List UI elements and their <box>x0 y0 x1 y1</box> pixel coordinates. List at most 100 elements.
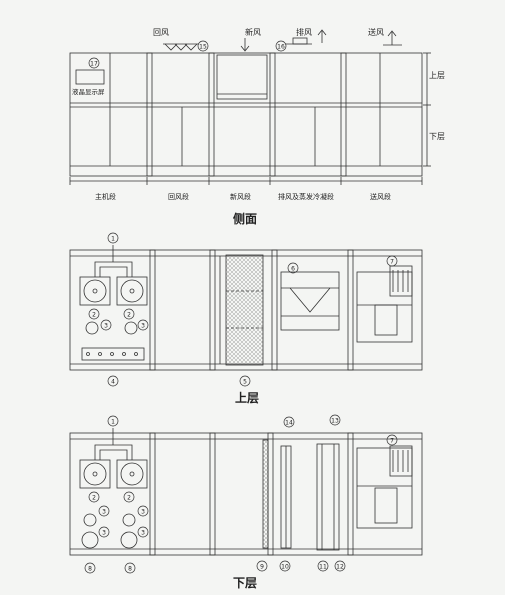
svg-text:5: 5 <box>243 379 247 386</box>
svg-text:2: 2 <box>127 495 131 502</box>
upper-callout-4: 4 <box>107 375 119 387</box>
lower-callout-14: 14 <box>283 416 295 428</box>
lower-compressors <box>81 513 138 549</box>
side-dimension-ticks <box>69 177 423 185</box>
svg-text:8: 8 <box>128 566 132 573</box>
side-outer-frame <box>69 52 423 177</box>
svg-text:17: 17 <box>90 61 98 68</box>
svg-text:10: 10 <box>281 564 289 571</box>
fresh-air-label: 新风 <box>245 27 261 37</box>
lower-callout-3a: 3 <box>98 505 110 517</box>
svg-text:2: 2 <box>127 312 131 319</box>
lower-callout-7: 7 <box>386 434 398 446</box>
side-callouts: 17 15 16 <box>88 40 287 69</box>
upper-compressors <box>81 321 145 361</box>
lower-pipe <box>94 444 133 460</box>
exhaust-air-label: 排风 <box>296 27 312 37</box>
svg-text:1: 1 <box>111 419 115 426</box>
upper-supply-fan <box>356 265 413 343</box>
fresh-air-arrow <box>240 38 250 52</box>
supply-air-label: 送风 <box>368 27 384 37</box>
side-posts <box>146 52 347 177</box>
lower-callout-2a: 2 <box>88 491 100 503</box>
svg-text:15: 15 <box>199 44 207 51</box>
side-view-text: 回风 新风 排风 送风 上层 下层 液晶显示屏 主机段 回风段 新风段 排风及蒸… <box>72 27 445 226</box>
svg-text:3: 3 <box>102 509 106 516</box>
exhaust-air-damper-symbol <box>285 29 327 45</box>
upper-callout-7: 7 <box>386 255 398 267</box>
lower-callout-3b: 3 <box>137 505 149 517</box>
lower-callout-1: 1 <box>107 415 119 427</box>
svg-text:8: 8 <box>88 566 92 573</box>
lower-callout-13: 13 <box>329 414 341 426</box>
svg-text:2: 2 <box>92 495 96 502</box>
lower-callout-10: 10 <box>279 560 291 572</box>
lower-callout-9: 9 <box>256 560 268 572</box>
upper-callout-3b: 3 <box>137 319 149 331</box>
lower-fan-right <box>116 459 148 489</box>
upper-pipe <box>94 261 133 277</box>
svg-text:4: 4 <box>111 379 115 386</box>
lower-callout-2b: 2 <box>123 491 135 503</box>
svg-text:12: 12 <box>336 564 344 571</box>
lower-callouts: 1 2 2 3 3 3 3 7 8 8 9 10 11 12 13 14 <box>84 414 398 574</box>
upper-posts <box>149 249 354 371</box>
lower-plan-title: 下层 <box>233 576 257 590</box>
lower-filter-strip <box>262 439 269 549</box>
lower-callout-3c: 3 <box>98 526 110 538</box>
svg-text:1: 1 <box>111 236 115 243</box>
callout-16: 16 <box>275 40 287 52</box>
upper-callout-1: 1 <box>107 232 119 244</box>
svg-text:7: 7 <box>390 438 394 445</box>
lower-callout-8a: 8 <box>84 562 96 574</box>
upper-callout-2b: 2 <box>123 308 135 320</box>
svg-text:6: 6 <box>291 266 295 273</box>
upper-exchanger <box>280 271 340 331</box>
svg-text:3: 3 <box>141 323 145 330</box>
lower-callout-12: 12 <box>334 560 346 572</box>
svg-text:7: 7 <box>390 259 394 266</box>
lower-callout-11: 11 <box>317 560 329 572</box>
svg-text:16: 16 <box>277 44 285 51</box>
svg-text:14: 14 <box>285 420 293 427</box>
side-view-title: 侧面 <box>233 211 257 226</box>
lower-outer-frame <box>69 432 423 556</box>
section-label-supply: 送风段 <box>370 192 391 201</box>
supply-air-arrow <box>383 30 402 46</box>
upper-plan <box>69 245 423 371</box>
upper-fan-left <box>79 276 111 306</box>
upper-level-label: 上层 <box>429 71 445 80</box>
section-label-exhaust-evap: 排风及蒸发冷凝段 <box>278 192 334 201</box>
svg-text:3: 3 <box>141 509 145 516</box>
section-label-fresh: 新风段 <box>230 192 251 201</box>
upper-outer-frame <box>69 249 423 371</box>
lower-fan-left <box>79 459 111 489</box>
svg-text:11: 11 <box>319 564 327 571</box>
lower-humidifier <box>316 443 340 551</box>
lower-callout-8b: 8 <box>124 562 136 574</box>
upper-callout-5: 5 <box>239 375 251 387</box>
return-air-damper-symbol <box>163 43 199 51</box>
lower-supply-fan <box>356 445 413 529</box>
upper-callout-6: 6 <box>287 262 299 274</box>
lower-posts <box>149 432 354 556</box>
fresh-air-damper <box>216 54 268 100</box>
upper-fan-right <box>116 276 148 306</box>
return-air-label: 回风 <box>153 28 169 37</box>
upper-plan-title: 上层 <box>235 390 259 405</box>
section-label-main: 主机段 <box>95 192 116 201</box>
side-view <box>69 29 431 185</box>
upper-callouts: 1 2 3 3 2 4 5 6 7 <box>88 232 398 387</box>
svg-text:9: 9 <box>260 564 264 571</box>
section-label-return: 回风段 <box>168 192 189 201</box>
upper-filter-block <box>225 254 264 366</box>
display-label: 液晶显示屏 <box>72 87 105 96</box>
svg-text:3: 3 <box>104 323 108 330</box>
callout-15: 15 <box>197 40 209 52</box>
callout-17: 17 <box>88 57 100 69</box>
upper-callout-2: 2 <box>88 308 100 320</box>
display-panel <box>75 69 105 85</box>
lower-callout-3d: 3 <box>137 526 149 538</box>
